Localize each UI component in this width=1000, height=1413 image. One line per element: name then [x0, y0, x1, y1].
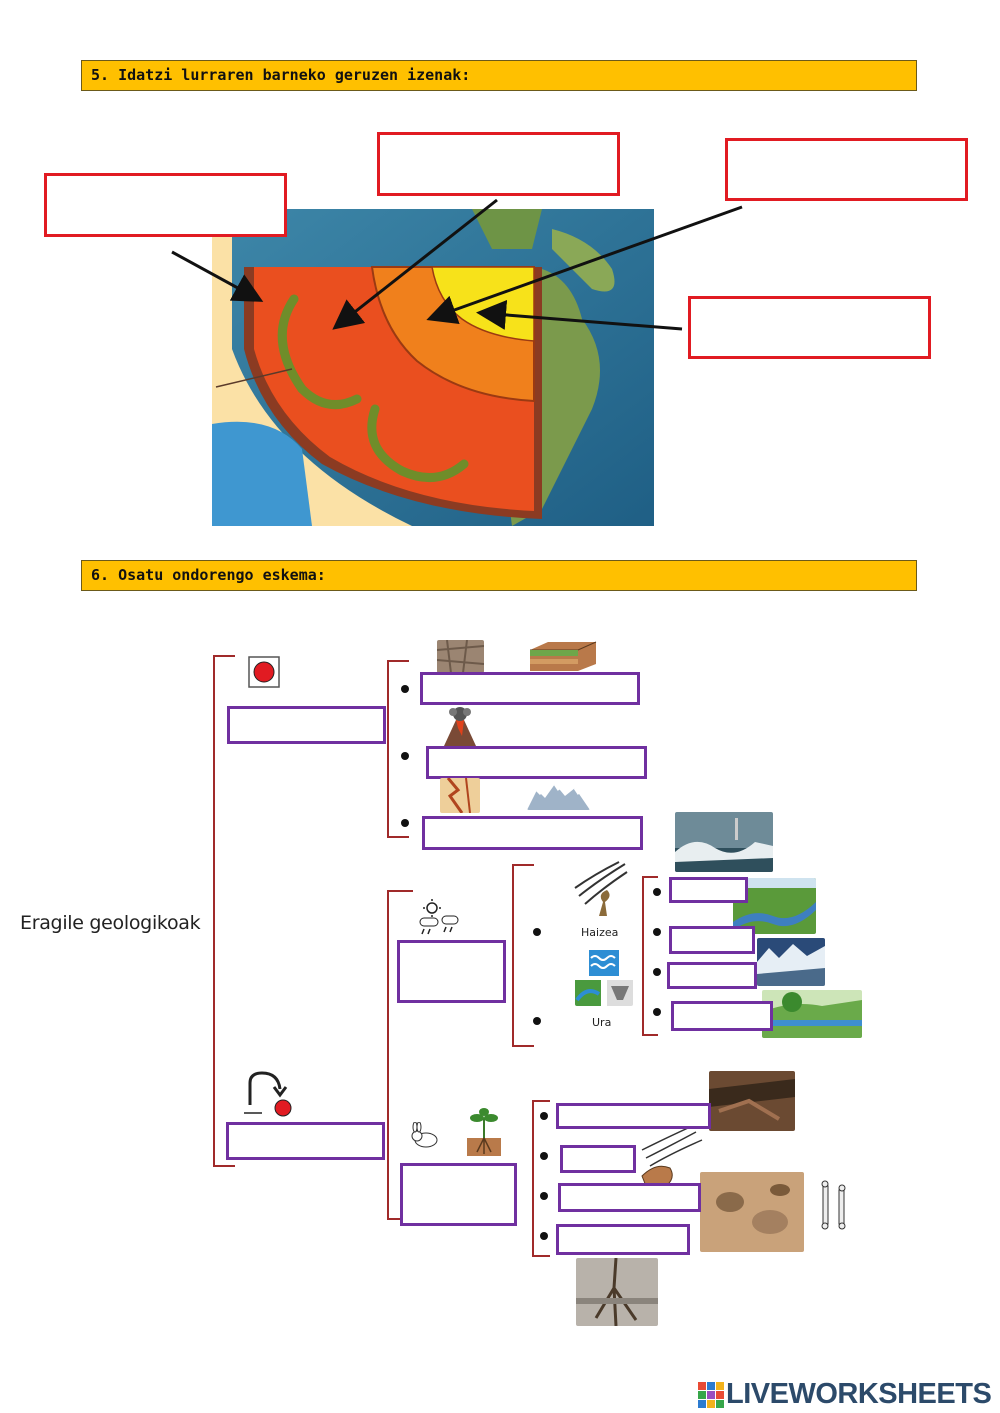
internal-agents-answer-input[interactable] — [230, 709, 383, 741]
water-item-3-input[interactable] — [670, 965, 754, 987]
atmospheric-agents-answer-input[interactable] — [400, 943, 503, 1000]
inner-core-answer-box[interactable] — [688, 296, 931, 359]
bullet — [540, 1192, 548, 1200]
bullet — [401, 819, 409, 827]
liveworksheets-logo[interactable]: LIVEWORKSHEETS — [726, 1378, 992, 1410]
mantle-answer-input[interactable] — [380, 135, 617, 193]
mountain-range-image — [527, 783, 590, 810]
earth-layers-illustration — [212, 209, 654, 526]
roots-breaking-rock-image — [576, 1258, 658, 1326]
internal-item-3-input[interactable] — [425, 819, 640, 847]
water-item-1-input[interactable] — [672, 881, 745, 901]
wind-erosion-icon — [641, 1128, 703, 1186]
biological-item-1-input[interactable] — [559, 1107, 708, 1127]
sea-waves-image — [675, 812, 773, 872]
biological-item-1-box[interactable] — [556, 1103, 711, 1129]
plant-roots-icon — [467, 1108, 501, 1156]
water-item-3-box[interactable] — [667, 962, 757, 989]
bullet — [653, 888, 661, 896]
external-agent-icon — [244, 1071, 292, 1117]
internal-agent-icon — [248, 656, 280, 688]
bullet — [540, 1112, 548, 1120]
rabbit-icon — [411, 1122, 438, 1148]
internal-agents-answer-box[interactable] — [227, 706, 386, 744]
landslide-image — [709, 1071, 795, 1131]
biological-agents-answer-input[interactable] — [403, 1166, 514, 1223]
biological-bracket — [532, 1100, 550, 1257]
bullet — [533, 1017, 541, 1025]
section-6-header: 6. Osatu ondorengo eskema: — [81, 560, 917, 591]
glacier-image — [757, 938, 825, 986]
water-item-4-input[interactable] — [674, 1004, 770, 1028]
volcano-icon — [444, 707, 476, 746]
eroded-rock-image — [700, 1172, 804, 1252]
biological-item-3-input[interactable] — [561, 1186, 698, 1209]
internal-item-1-box[interactable] — [420, 672, 640, 705]
scheme-root-label: Eragile geologikoak — [20, 912, 201, 934]
bullet — [401, 752, 409, 760]
water-item-2-input[interactable] — [672, 929, 752, 951]
internal-item-3-box[interactable] — [422, 816, 643, 850]
internal-item-2-box[interactable] — [426, 746, 647, 779]
water-label: Ura — [592, 1016, 612, 1029]
biological-item-2-input[interactable] — [563, 1148, 633, 1170]
external-agents-answer-input[interactable] — [229, 1125, 382, 1157]
section-5-header: 5. Idatzi lurraren barneko geruzen izena… — [81, 60, 917, 91]
strata-block-image — [530, 641, 597, 671]
internal-item-2-input[interactable] — [429, 749, 644, 776]
crust-answer-input[interactable] — [47, 176, 284, 234]
bullet — [653, 1008, 661, 1016]
water-icon — [575, 950, 633, 1006]
inner-core-answer-input[interactable] — [691, 299, 928, 356]
internal-item-1-input[interactable] — [423, 675, 637, 702]
outer-core-answer-input[interactable] — [728, 141, 965, 198]
internal-bracket — [387, 660, 409, 838]
wind-label: Haizea — [581, 926, 619, 939]
biological-agents-answer-box[interactable] — [400, 1163, 517, 1226]
water-item-4-box[interactable] — [671, 1001, 773, 1031]
external-agents-answer-box[interactable] — [226, 1122, 385, 1160]
rock-texture-image — [437, 640, 484, 673]
biological-item-4-input[interactable] — [559, 1227, 687, 1252]
atmospheric-agents-answer-box[interactable] — [397, 940, 506, 1003]
main-bracket — [213, 655, 235, 1167]
groundwater-image — [762, 990, 862, 1038]
outer-core-answer-box[interactable] — [725, 138, 968, 201]
biological-item-2-box[interactable] — [560, 1145, 636, 1173]
bones-icon — [821, 1180, 846, 1230]
mantle-answer-box[interactable] — [377, 132, 620, 196]
earthquake-icon — [440, 778, 480, 813]
biological-item-3-box[interactable] — [558, 1183, 701, 1212]
water-bracket — [642, 876, 658, 1036]
bullet — [401, 685, 409, 693]
water-item-2-box[interactable] — [669, 926, 755, 954]
bullet — [540, 1232, 548, 1240]
bullet — [653, 968, 661, 976]
crust-answer-box[interactable] — [44, 173, 287, 237]
pointer-arrows — [171, 198, 743, 331]
weather-icon — [419, 899, 459, 935]
biological-item-4-box[interactable] — [556, 1224, 690, 1255]
bullet — [533, 928, 541, 936]
bullet — [653, 928, 661, 936]
water-item-1-box[interactable] — [669, 877, 748, 903]
liveworksheets-logo-icon — [698, 1382, 724, 1408]
atmospheric-bracket — [512, 864, 534, 1047]
wind-icon — [573, 860, 629, 920]
bullet — [540, 1152, 548, 1160]
